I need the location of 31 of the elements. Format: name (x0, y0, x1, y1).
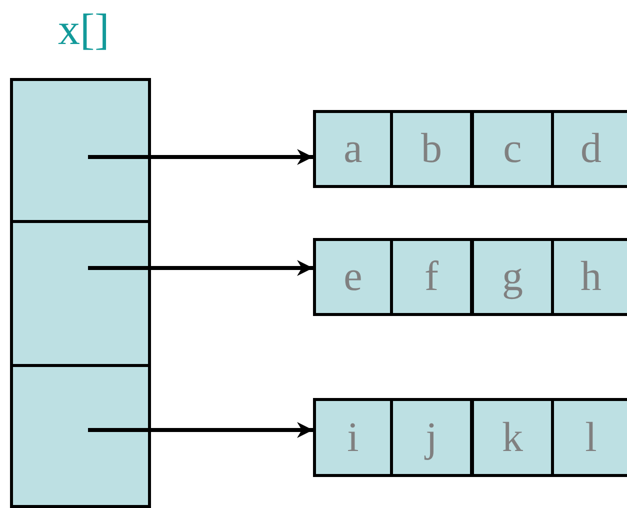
array-cell (313, 110, 393, 188)
array-name: x[] (58, 8, 110, 52)
element-letter: g (502, 256, 523, 298)
element-letter: k (502, 416, 523, 458)
array-cell (471, 398, 554, 477)
pointer-arrow (88, 260, 313, 276)
pointer-cell (10, 220, 151, 367)
array-cell (551, 398, 627, 477)
array-cell (551, 238, 627, 316)
element-letter: l (585, 416, 597, 458)
pointer-arrow (88, 149, 313, 165)
element-letter: a (344, 128, 362, 170)
element-letter: c (503, 128, 522, 170)
element-letter: f (424, 256, 438, 298)
element-letter: i (347, 416, 359, 458)
pointer-cell (10, 78, 151, 223)
pointer-arrow (88, 422, 313, 438)
element-letter: d (580, 128, 602, 170)
element-letter: b (421, 128, 442, 170)
element-letter: j (426, 416, 438, 458)
array-cell (551, 110, 627, 188)
element-letter: h (580, 256, 602, 298)
array-cell (390, 110, 473, 188)
array-cell (313, 238, 393, 316)
array-cell (390, 238, 473, 316)
element-letter: e (344, 256, 362, 298)
pointer-cell (10, 364, 151, 508)
array-cell (471, 110, 554, 188)
array-cell (390, 398, 473, 477)
array-cell (313, 398, 393, 477)
array-cell (471, 238, 554, 316)
